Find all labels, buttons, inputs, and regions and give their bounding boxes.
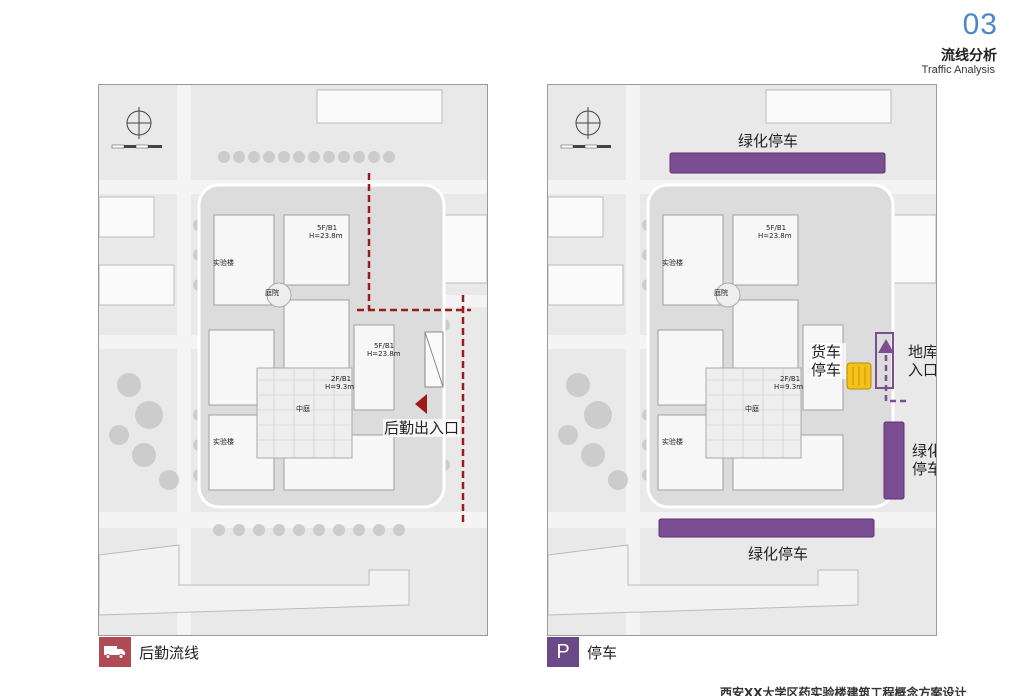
parking-strip-top [669, 152, 886, 174]
floors-b-label: 5F/B1 [374, 342, 395, 350]
page-number: 03 [962, 8, 998, 41]
site-plan-drawing [548, 85, 936, 635]
central-court-label: 中庭 [296, 405, 310, 413]
logistics-route [357, 173, 471, 525]
lab-building-top-label: 实验楼 [213, 259, 234, 267]
garage-entry-arrow-icon [878, 339, 894, 353]
green-parking-bottom-label: 绿化停车 [748, 545, 809, 563]
page-title: 流线分析 [941, 48, 997, 64]
scale-bar [111, 144, 162, 149]
courtyard-label: 庭院 [265, 289, 279, 297]
logistics-legend-label: 后勤流线 [139, 643, 200, 662]
page-subtitle: Traffic Analysis [921, 64, 995, 76]
floors-a-label: 5F/B1 [317, 224, 338, 232]
height-a-label: H=23.8m [309, 232, 343, 240]
floors-a-label: 5F/B1 [766, 224, 787, 232]
lab-building-bottom-label: 实验楼 [213, 438, 234, 446]
courtyard-label: 庭院 [714, 289, 728, 297]
green-parking-top-label: 绿化停车 [738, 132, 799, 150]
parking-legend: P 停车 [547, 637, 617, 667]
lab-building-top-label: 实验楼 [662, 259, 683, 267]
logistics-site-plan: 实验楼 庭院 中庭 实验楼 5F/B1 H=23.8m 5F/B1 H=23.8… [98, 84, 488, 636]
floors-c-label: 2F/B1 [331, 375, 352, 383]
floors-c-label: 2F/B1 [780, 375, 801, 383]
logistics-entry-label: 后勤出入口 [383, 419, 461, 437]
parking-site-plan: 实验楼 庭院 中庭 实验楼 5F/B1 H=23.8m 2F/B1 H=9.3m… [547, 84, 937, 636]
height-c-label: H=9.3m [325, 383, 355, 391]
compass-icon [126, 107, 152, 139]
parking-strip-bottom [658, 518, 875, 538]
entry-arrow-icon [415, 394, 427, 414]
truck-icon [99, 637, 131, 667]
footer-project-title: 西安XX大学区药实验楼建筑工程概念方案设计 [720, 686, 967, 696]
parking-icon: P [547, 637, 579, 667]
height-a-label: H=23.8m [758, 232, 792, 240]
garage-entry-label: 地库入口 [908, 343, 937, 379]
compass-icon [575, 107, 601, 139]
parking-strip-side [883, 421, 905, 500]
central-court-label: 中庭 [745, 405, 759, 413]
parking-legend-label: 停车 [587, 643, 618, 662]
height-b-label: H=23.8m [367, 350, 401, 358]
garage-ramp [875, 332, 894, 389]
lab-building-bottom-label: 实验楼 [662, 438, 683, 446]
garage-entry-route [884, 347, 906, 403]
site-plan-drawing [99, 85, 487, 635]
truck-parking-label: 货车停车 [810, 343, 846, 379]
scale-bar [560, 144, 611, 149]
green-parking-side-label: 绿化停车 [912, 442, 936, 478]
height-c-label: H=9.3m [774, 383, 804, 391]
logistics-legend: 后勤流线 [99, 637, 199, 667]
